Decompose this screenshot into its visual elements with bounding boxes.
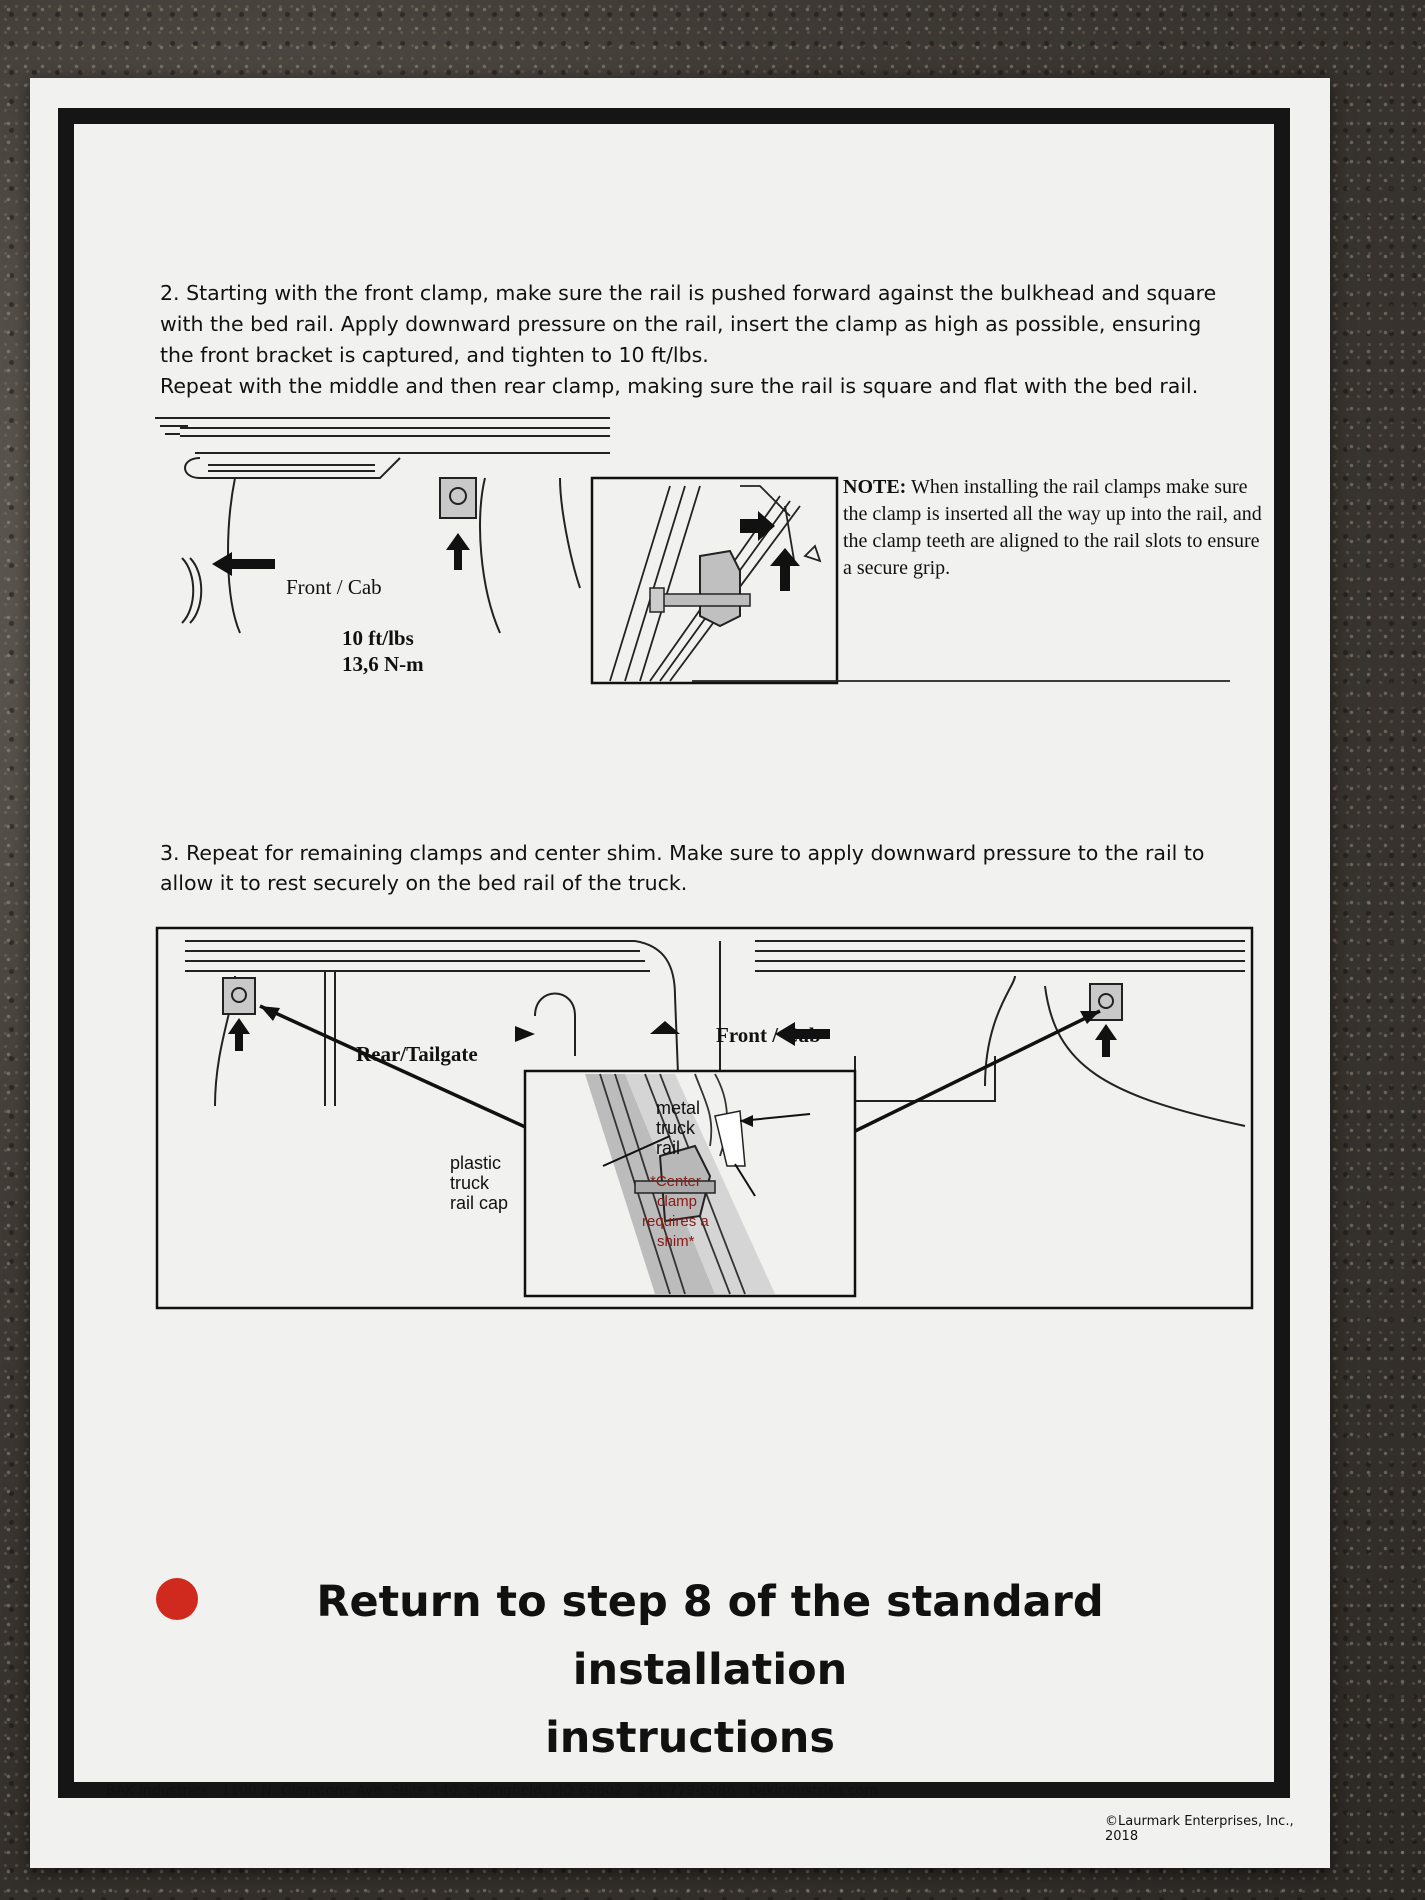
center-shim-note-1: *Center [650,1173,701,1190]
front-cab-label-2: Front / Cab [716,1023,821,1047]
front-clamp-diagram [155,417,610,634]
company-address: BAK Industries · 1100 N. Glenstone Ave. … [106,1783,878,1799]
torque-metric: 13,6 N-m [342,652,424,676]
note-body: When installing the rail clamps make sur… [843,476,1262,579]
instruction-sheet: 2. Starting with the front clamp, make s… [30,78,1330,1868]
note-heading: NOTE: [843,476,907,498]
red-dot-icon [156,1578,198,1620]
rail-label: rail [656,1138,681,1158]
return-line-2: instructions [545,1713,835,1763]
center-shim-note-4: shim* [657,1233,695,1250]
torque-imperial: 10 ft/lbs [342,626,414,650]
rail-cap-label: rail cap [450,1193,509,1213]
note-box: NOTE: When installing the rail clamps ma… [843,474,1263,582]
plastic-label: plastic [450,1153,502,1173]
remaining-clamps-diagram [155,926,1254,1310]
copyright: ©Laurmark Enterprises, Inc., 2018 [1105,1814,1294,1844]
center-shim-note-3: requires a [642,1213,709,1230]
page-border [58,108,1290,1798]
step2-line3: the front bracket is captured, and tight… [160,343,709,367]
clamp-detail-diagram [590,476,1230,685]
step2-line2: with the bed rail. Apply downward pressu… [160,312,1202,336]
truck-label: truck [450,1173,490,1193]
center-shim-note-2: clamp [657,1193,698,1210]
step3-line2: allow it to rest securely on the bed rai… [160,871,688,895]
truck-label-2: truck [656,1118,696,1138]
front-cab-label: Front / Cab [286,575,382,599]
step3-line1: 3. Repeat for remaining clamps and cente… [160,841,1205,865]
step2-line4: Repeat with the middle and then rear cla… [160,374,1199,398]
step2-line1: 2. Starting with the front clamp, make s… [160,281,1217,305]
rear-tailgate-label: Rear/Tailgate [356,1042,478,1066]
return-instruction: Return to step 8 of the standard install… [150,1568,1230,1772]
return-line-1: Return to step 8 of the standard install… [316,1577,1104,1695]
metal-label: metal [656,1098,701,1118]
